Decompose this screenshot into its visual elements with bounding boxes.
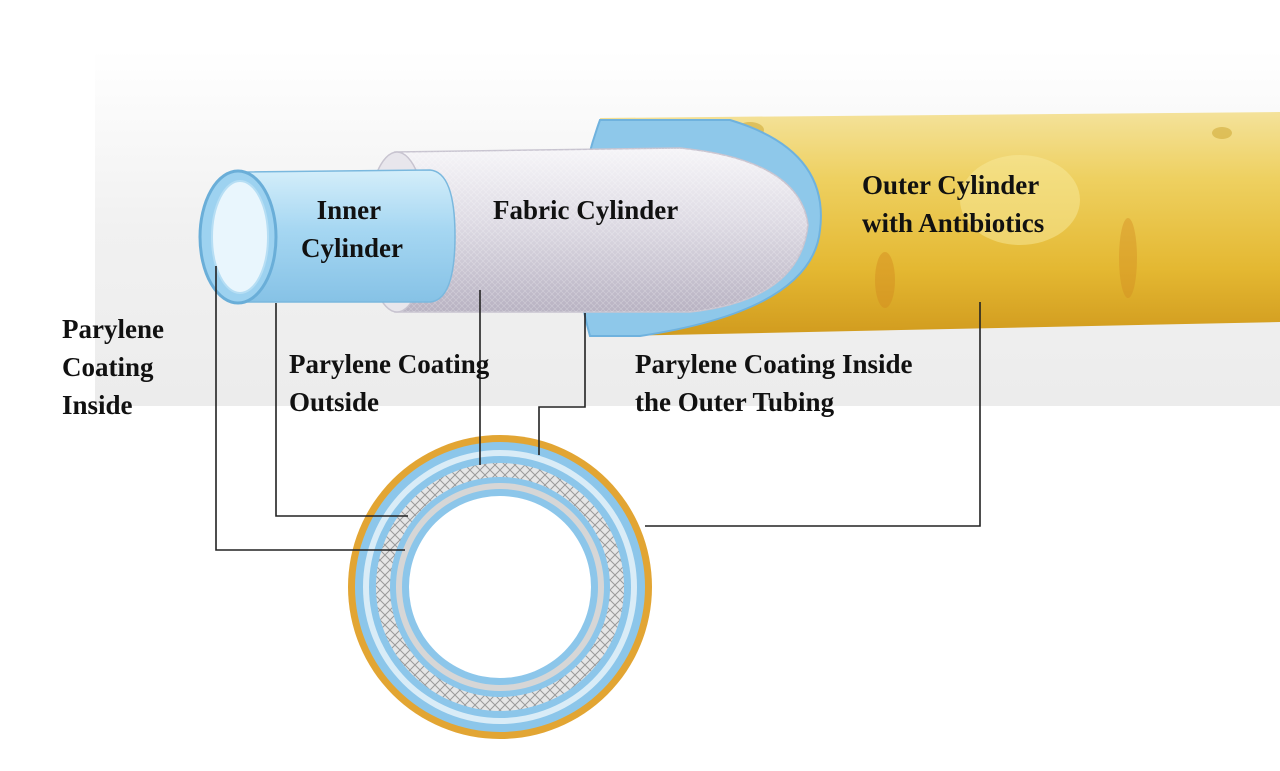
leader-parylene-outside [275,303,408,517]
label-fabric-cylinder: Fabric Cylinder [493,195,678,225]
label-parylene-outer-tubing-line-2: the Outer Tubing [635,387,835,417]
label-parylene-inside-line-1: Parylene [62,314,164,344]
label-parylene-outside-line-2: Outside [289,387,379,417]
label-parylene-outer-tubing-line-1: Parylene Coating Inside [635,349,913,379]
label-inner-cylinder-line-2: Cylinder [301,233,403,263]
inner-cylinder-lumen [211,180,269,294]
label-parylene-inside-line-3: Inside [62,390,133,420]
label-parylene-outside-line-1: Parylene Coating [289,349,490,379]
outer-cylinder-blob-5 [1212,127,1232,139]
label-outer-cylinder-line-1: Outer Cylinder [862,170,1039,200]
label-parylene-inside-line-2: Coating [62,352,154,382]
leader-lines [215,266,981,551]
label-parylene-outer-tubing: Parylene Coating Inside the Outer Tubing [635,349,919,417]
leader-outer-tubing-coating [538,313,586,455]
inner-cylinder-body [239,169,456,303]
label-outer-cylinder-line-2: with Antibiotics [862,208,1044,238]
label-inner-cylinder: Inner Cylinder [301,195,403,263]
leader-outer-cylinder [645,302,981,527]
ring-center [409,496,591,678]
fabric-cylinder-texture [395,148,808,312]
outer-cylinder-blob-3 [960,155,1080,245]
label-parylene-inside: Parylene Coating Inside [62,314,171,420]
outer-cylinder-blob-1 [875,252,895,308]
label-outer-cylinder: Outer Cylinder with Antibiotics [862,170,1046,238]
label-fabric-cylinder-line-1: Fabric Cylinder [493,195,678,225]
label-parylene-outside: Parylene Coating Outside [289,349,496,417]
cross-section [348,435,652,739]
outer-cylinder-blob-2 [1119,218,1137,298]
label-inner-cylinder-line-1: Inner [317,195,382,225]
leader-parylene-inside [215,266,405,551]
